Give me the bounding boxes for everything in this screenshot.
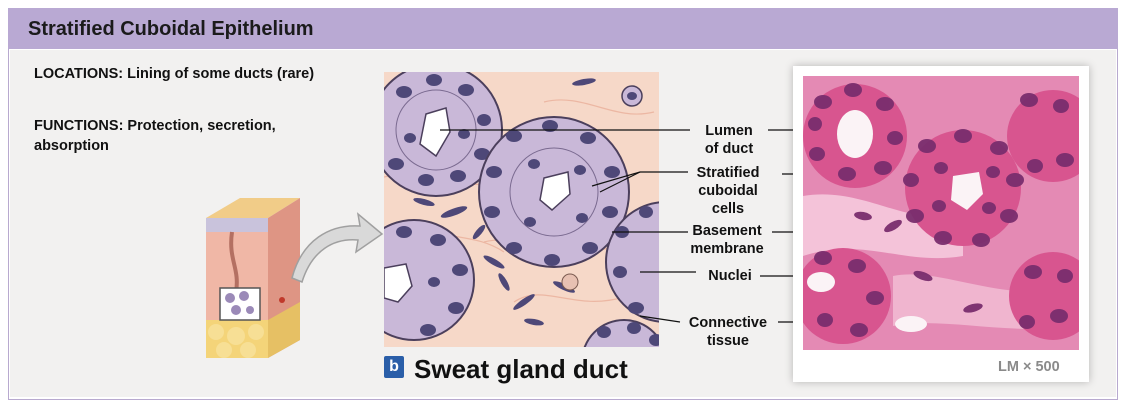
label-basement-membrane: Basement membrane [690,223,764,257]
label-stratified-cuboidal-cells: Stratified cuboidal cells [696,165,760,217]
title-bar [8,8,1118,49]
skin-block-illustration [206,198,300,358]
locations-text: LOCATIONS: Lining of some ducts (rare) [34,66,315,82]
light-micrograph [803,76,1079,350]
duct-illustration [384,72,659,347]
zoom-arrow [291,212,384,283]
figure-title: Stratified Cuboidal Epithelium [28,18,314,40]
panel-badge: b [384,356,404,378]
panel-caption: Sweat gland duct [414,354,628,384]
functions-text: FUNCTIONS: Protection, secretion, absorp… [34,118,276,154]
label-nuclei: Nuclei [708,268,752,284]
magnification-label: LM × 500 [998,359,1060,375]
label-connective-tissue: Connective tissue [688,315,768,349]
label-lumen-of-duct: Lumen of duct [704,123,754,157]
